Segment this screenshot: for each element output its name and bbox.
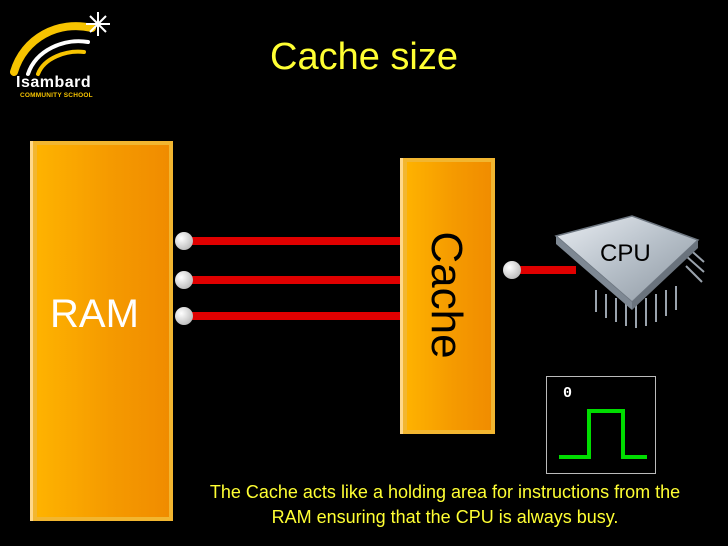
ram-block	[30, 141, 173, 521]
cache-block	[400, 158, 495, 434]
bus-node-2	[175, 271, 193, 289]
cpu-label: CPU	[600, 240, 651, 267]
cpu-chip-icon	[554, 215, 705, 328]
bus-node-cpu	[503, 261, 521, 279]
bus-node-3	[175, 307, 193, 325]
ram-label: RAM	[50, 292, 139, 336]
clock-panel: 0	[546, 376, 656, 474]
clock-value: 0	[563, 385, 573, 402]
caption-text: The Cache acts like a holding area for i…	[209, 482, 681, 527]
bus-line-3	[184, 312, 400, 320]
cache-cpu-bus	[503, 261, 576, 279]
bus-line-2	[184, 276, 400, 284]
page-title: Cache size	[270, 36, 458, 78]
logo-subtitle: COMMUNITY SCHOOL	[20, 92, 93, 99]
clock-pulse-icon	[559, 409, 647, 459]
bus-line-cpu	[512, 266, 576, 274]
bus-line-1	[184, 237, 400, 245]
logo-brand: Isambard	[16, 74, 92, 91]
isambard-logo-icon	[10, 12, 110, 76]
school-logo: Isambard COMMUNITY SCHOOL	[10, 10, 128, 102]
bus-node-1	[175, 232, 193, 250]
ram-cache-bus	[175, 232, 400, 325]
